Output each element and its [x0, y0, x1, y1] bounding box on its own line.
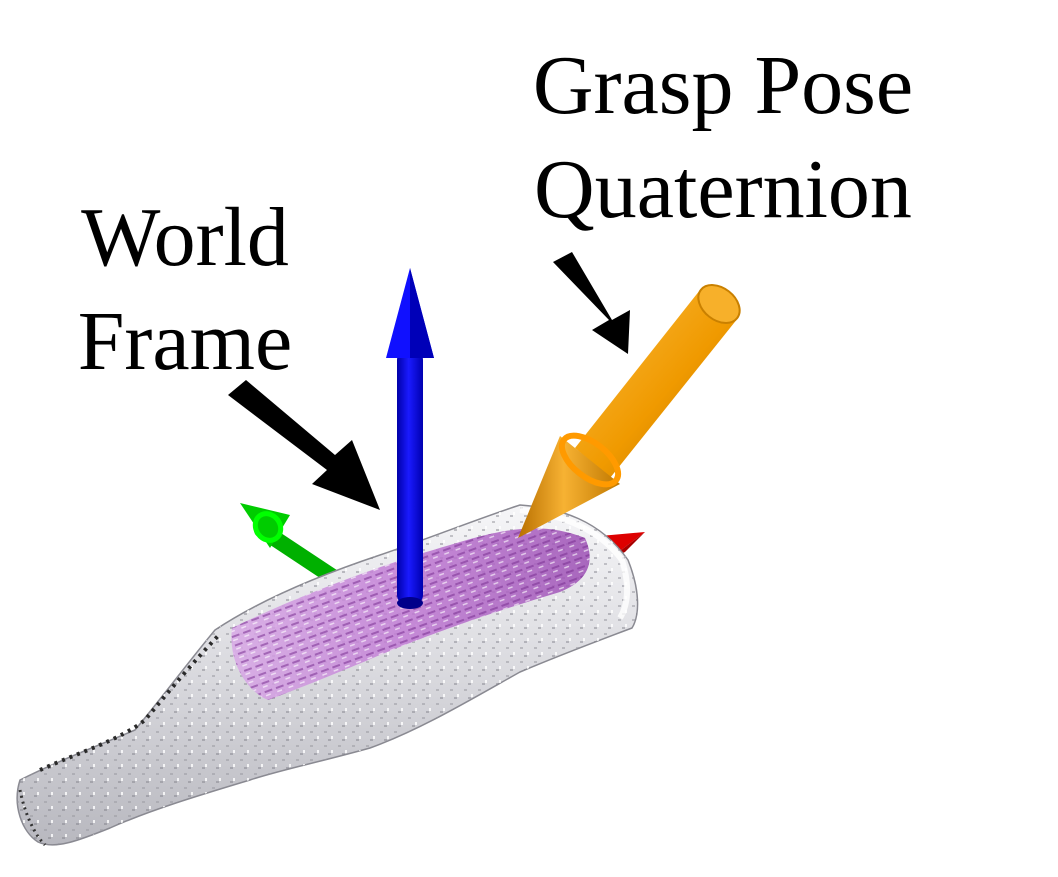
z-axis-arrow — [386, 268, 434, 609]
world-frame-label-line1: World — [81, 191, 289, 284]
grasp-pose-label: Grasp Pose Quaternion — [488, 34, 958, 242]
world-frame-pointer-arrow — [228, 380, 380, 510]
grasp-pose-arrow — [518, 284, 741, 538]
grasp-pose-pointer-arrow — [553, 252, 630, 354]
grasp-pose-label-line1: Grasp Pose — [532, 39, 914, 132]
world-frame-label: World Frame — [40, 186, 330, 394]
world-frame-label-line2: Frame — [77, 295, 293, 388]
point-cloud-object — [16, 504, 639, 847]
grasp-pose-label-line2: Quaternion — [534, 143, 912, 236]
